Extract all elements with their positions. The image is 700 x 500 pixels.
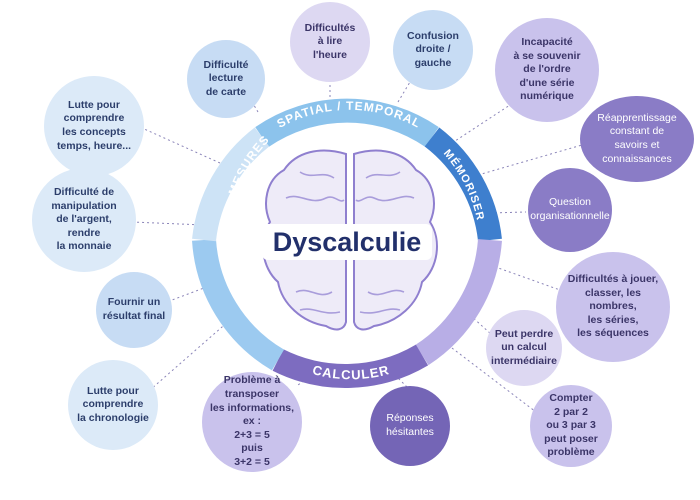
bubble-heure: Difficultés à lire l'heure bbox=[290, 2, 370, 82]
bubble-chronologie: Lutte pour comprendre la chronologie bbox=[68, 360, 158, 450]
bubble-transposer: Problème à transposer les informations, … bbox=[202, 372, 302, 472]
ring-segment-nombres bbox=[192, 238, 285, 371]
bubble-compter: Compter 2 par 2 ou 3 par 3 peut poser pr… bbox=[530, 385, 612, 467]
connector-lines bbox=[131, 75, 583, 416]
ring-segment-mesures bbox=[192, 127, 270, 242]
bubble-resultat: Fournir un résultat final bbox=[96, 272, 172, 348]
bubble-perdre: Peut perdre un calcul intermédiaire bbox=[486, 310, 562, 386]
ring-segment-spatial bbox=[255, 98, 439, 148]
bubble-jouer: Difficultés à jouer, classer, les nombre… bbox=[556, 252, 670, 362]
segment-label-calculer: CALCULER bbox=[311, 362, 391, 382]
bubble-droite: Confusion droite / gauche bbox=[393, 10, 473, 90]
bubble-reapprentissage: Réapprentissage constant de savoirs et c… bbox=[580, 96, 694, 182]
ring-segment-lavender bbox=[415, 238, 502, 366]
bubble-temps: Lutte pour comprendre les concepts temps… bbox=[44, 76, 144, 176]
category-ring bbox=[192, 98, 502, 389]
ring-segment-memoriser bbox=[424, 127, 502, 242]
bubble-question: Question organisationnelle bbox=[528, 168, 612, 252]
bubble-carte: Difficulté lecture de carte bbox=[187, 40, 265, 118]
bubble-serie: Incapacité à se souvenir de l'ordre d'un… bbox=[495, 18, 599, 122]
ring-segment-calculer bbox=[272, 344, 429, 389]
bubble-hesitantes: Réponses hésitantes bbox=[370, 386, 450, 466]
bubble-argent: Difficulté de manipulation de l'argent, … bbox=[32, 168, 136, 272]
title-dyscalculie: Dyscalculie bbox=[262, 224, 432, 260]
brain-folds bbox=[285, 171, 415, 314]
